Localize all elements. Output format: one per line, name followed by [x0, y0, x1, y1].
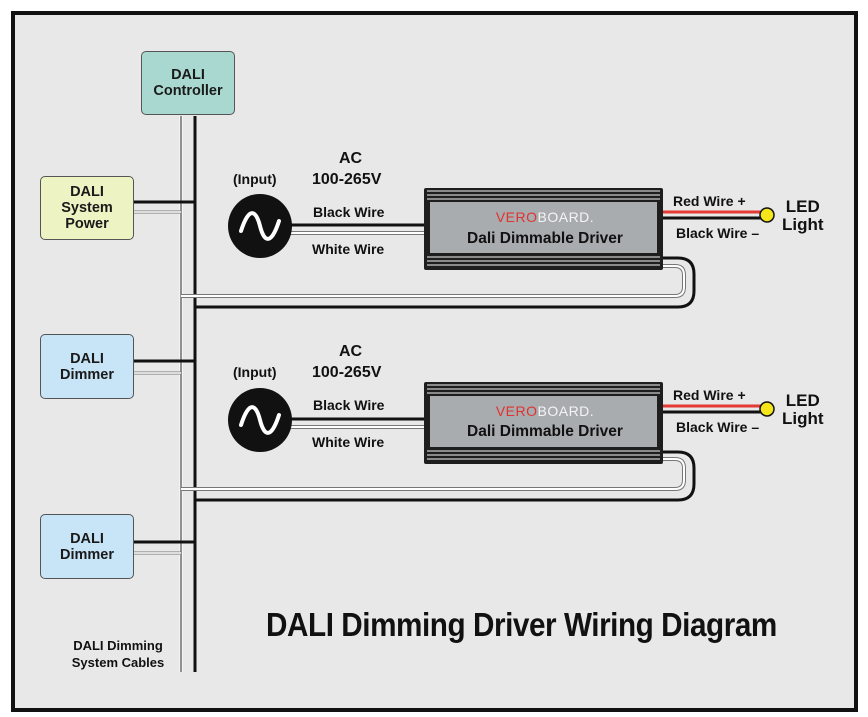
dali-dimmer-box: DALI Dimmer — [40, 514, 134, 579]
dimmer2-tap — [134, 540, 195, 555]
black-wire-label: Black Wire — [313, 204, 385, 220]
brand-prefix: VERO — [495, 403, 538, 419]
driver2-led-wires — [662, 404, 762, 414]
driver-name: Dali Dimmable Driver — [467, 230, 623, 247]
white-wire-label: White Wire — [312, 434, 385, 450]
brand-suffix: BOARD. — [537, 209, 595, 225]
brand-logo: VEROBOARD. — [427, 209, 663, 225]
dali-dimmer-box: DALI Dimmer — [40, 334, 134, 399]
ac-label: AC — [339, 150, 363, 167]
black-wire-label: Black Wire — [313, 397, 385, 413]
driver2-dali-loop — [181, 450, 696, 502]
led-light-label: LED Light — [782, 197, 824, 234]
cables-label: DALI Dimming System Cables — [71, 638, 165, 670]
diagram-title: DALI Dimming Driver Wiring Diagram — [266, 606, 777, 643]
input-label: (Input) — [233, 364, 277, 380]
black-wire-out-label: Black Wire – — [676, 419, 760, 435]
dali-controller-box: DALI Controller — [141, 51, 235, 115]
ac-label: AC — [339, 343, 363, 360]
brand-logo: VEROBOARD. — [427, 403, 663, 419]
led-bulb-icon — [759, 207, 775, 223]
driver1-ac-wires — [290, 223, 427, 235]
brand-suffix: BOARD. — [537, 403, 595, 419]
dali-bus — [179, 116, 197, 672]
white-wire-label: White Wire — [312, 241, 385, 257]
power-tap — [134, 200, 195, 214]
red-wire-label: Red Wire + — [673, 387, 746, 403]
ac-source-icon — [228, 194, 292, 258]
driver2-ac-wires — [290, 417, 427, 429]
driver1-dali-loop — [181, 256, 696, 309]
input-label: (Input) — [233, 171, 277, 187]
driver1-led-wires — [662, 210, 762, 220]
dimmer1-tap — [134, 359, 195, 375]
red-wire-label: Red Wire + — [673, 193, 746, 209]
dali-system-power-box: DALI System Power — [40, 176, 134, 240]
driver1-body — [424, 188, 663, 270]
ac-source-icon — [228, 388, 292, 452]
voltage-label: 100-265V — [312, 171, 382, 188]
driver-name: Dali Dimmable Driver — [467, 423, 623, 440]
black-wire-out-label: Black Wire – — [676, 225, 760, 241]
brand-prefix: VERO — [495, 209, 538, 225]
driver2-body — [424, 382, 663, 464]
led-bulb-icon — [759, 401, 775, 417]
led-light-label: LED Light — [782, 391, 824, 428]
voltage-label: 100-265V — [312, 364, 382, 381]
